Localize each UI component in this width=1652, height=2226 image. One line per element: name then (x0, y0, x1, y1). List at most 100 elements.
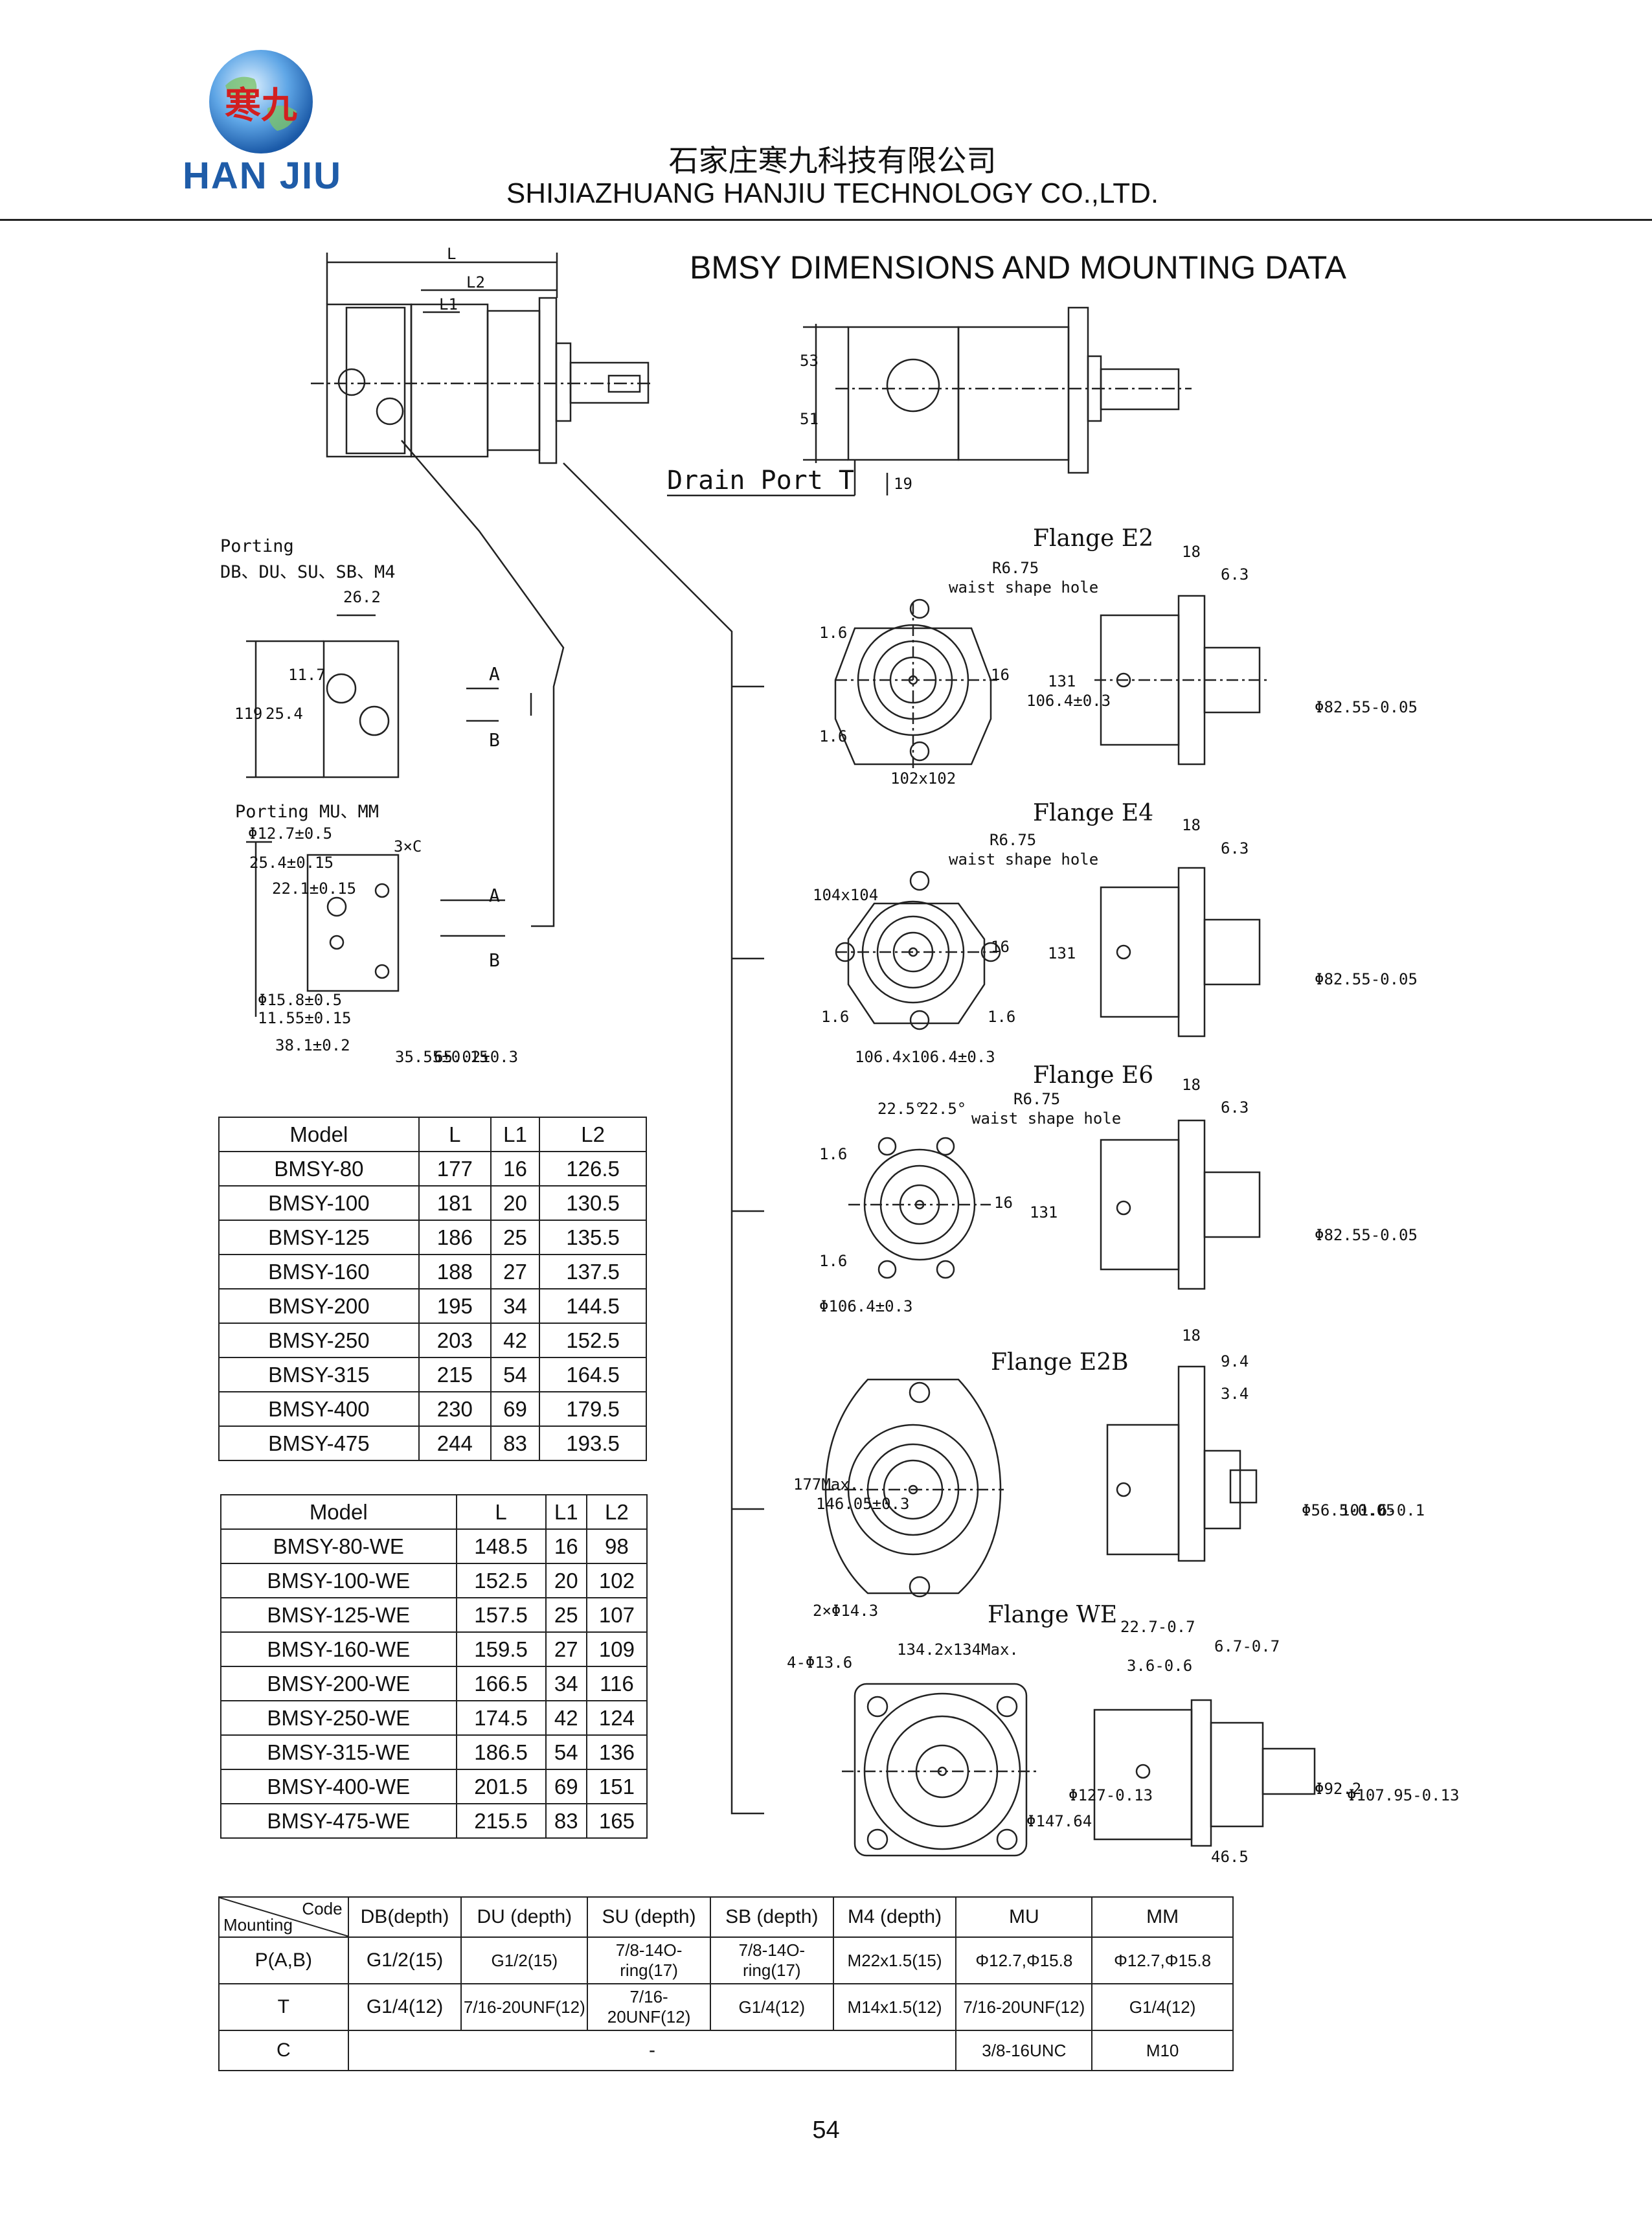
table-cell: 126.5 (539, 1151, 647, 1187)
dim-L1-label: L1 (439, 295, 458, 313)
column-header: L1 (545, 1494, 587, 1530)
table-cell: 7/16-20UNF(12) (460, 1983, 589, 2031)
column-header: L (418, 1117, 492, 1152)
e2b-dim-101-6: 101.6-0.1 (1341, 1501, 1425, 1519)
table-cell: 7/8-14O-ring(17) (709, 1936, 834, 1984)
table-cell: 215 (418, 1357, 492, 1392)
table-cell: 69 (490, 1391, 541, 1427)
flange-e2-title: Flange E2 (1033, 525, 1153, 552)
table-cell: 148.5 (455, 1528, 547, 1564)
e6-dim-82-55: Φ82.55-0.05 (1315, 1226, 1418, 1244)
e2-dim-82-55: Φ82.55-0.05 (1315, 698, 1418, 716)
table-cell: 7/16-20UNF(12) (955, 1983, 1093, 2031)
e2b-dim-146-05: 146.05±0.3 (816, 1495, 910, 1513)
motor-side-view-drain (667, 306, 1192, 497)
model-cell: BMSY-100 (218, 1185, 420, 1221)
e2-dim-106-4: 106.4±0.3 (1026, 692, 1111, 710)
e4-dim-1-6b: 1.6 (988, 1008, 1015, 1026)
port-col-header: MM (1091, 1896, 1234, 1938)
port-col-header: DB(depth) (347, 1896, 462, 1938)
table-cell: 151 (585, 1769, 648, 1804)
port-col-header: MU (955, 1896, 1093, 1938)
company-name-en: SHIJIAZHUANG HANJIU TECHNOLOGY CO.,LTD. (506, 177, 1159, 209)
e2-dim-1-6b: 1.6 (819, 727, 847, 745)
flange-we-title: Flange WE (988, 1602, 1117, 1628)
table-cell: 25 (545, 1597, 587, 1633)
table-cell: 124 (585, 1700, 648, 1736)
table-cell: 107 (585, 1597, 648, 1633)
port-codes-table: Code Mounting DB(depth) DU (depth) SU (d… (218, 1896, 1234, 2071)
company-name-cn: 石家庄寒九科技有限公司 (668, 143, 997, 178)
e4-dim-106-4sq: 106.4x106.4±0.3 (855, 1048, 995, 1066)
table-cell: 7/16-20UNF(12) (587, 1983, 711, 2031)
table-cell: 177 (418, 1151, 492, 1187)
table-cell: 27 (545, 1631, 587, 1667)
table-cell: 203 (418, 1323, 492, 1358)
page-number: 54 (812, 2117, 840, 2144)
we-dim-127: Φ127-0.13 (1069, 1786, 1153, 1804)
table-cell: 25 (490, 1220, 541, 1255)
e2b-dim-18: 18 (1182, 1326, 1201, 1345)
flange-e6-view (848, 1119, 1261, 1290)
table-cell: 152.5 (539, 1323, 647, 1358)
e6-dim-106-4dia: Φ106.4±0.3 (819, 1297, 913, 1315)
table-cell: 244 (418, 1425, 492, 1461)
row-label: T (218, 1983, 349, 2031)
table-cell: G1/2(15) (460, 1936, 589, 1984)
e6-dim-1-6b: 1.6 (819, 1252, 847, 1270)
e6-r675-label: R6.75 (1013, 1090, 1060, 1108)
table-cell: 157.5 (455, 1597, 547, 1633)
table-cell: 102 (585, 1563, 648, 1598)
table-cell: 179.5 (539, 1391, 647, 1427)
we-dim-92-2: Φ92.2 (1315, 1780, 1361, 1798)
table-cell: Φ12.7,Φ15.8 (955, 1936, 1093, 1984)
merged-cell: - (347, 2030, 957, 2071)
we-dim-6-7: 6.7-0.7 (1214, 1637, 1280, 1655)
model-cell: BMSY-80 (218, 1151, 420, 1187)
e2b-dim-2x14-3: 2×Φ14.3 (813, 1602, 878, 1620)
e2-r675-label: R6.75 (992, 559, 1039, 577)
column-header: L2 (539, 1117, 647, 1152)
e2-dim-18: 18 (1182, 543, 1201, 561)
dim-11-55-label: 11.55±0.15 (258, 1009, 352, 1027)
flange-e2-view (834, 595, 1269, 771)
model-cell: BMSY-475 (218, 1425, 420, 1461)
table-cell: 34 (490, 1288, 541, 1324)
dim-51-label: 51 (800, 410, 819, 428)
table-cell: 27 (490, 1254, 541, 1289)
e6-angle-b: 22.5° (920, 1100, 966, 1118)
e4-dim-16: 16 (991, 938, 1010, 956)
table-cell: 7/8-14O-ring(17) (587, 1936, 711, 1984)
drain-port-label: Drain Port T (667, 466, 854, 495)
model-cell: BMSY-250 (218, 1323, 420, 1358)
port-a2-label: A (489, 885, 500, 906)
port-col-header: DU (depth) (460, 1896, 589, 1938)
table-cell: 201.5 (455, 1769, 547, 1804)
e2-dim-1-6a: 1.6 (819, 624, 847, 642)
flange-e4-title: Flange E4 (1033, 800, 1153, 826)
motor-side-view (311, 253, 764, 1815)
model-cell: BMSY-125 (218, 1220, 420, 1255)
e4-r675-label: R6.75 (990, 831, 1036, 849)
table-cell: 98 (585, 1528, 648, 1564)
corner-header-cell: Code Mounting (218, 1896, 349, 1938)
table-cell: 174.5 (455, 1700, 547, 1736)
dim-65-02-label: 65.02±0.3 (434, 1048, 518, 1066)
table-cell: G1/4(12) (347, 1983, 462, 2031)
e2b-dim-9-4: 9.4 (1221, 1352, 1249, 1370)
table-cell: 144.5 (539, 1288, 647, 1324)
table-cell: 159.5 (455, 1631, 547, 1667)
e6-dim-131: 131 (1030, 1203, 1058, 1221)
e2b-dim-56-5: Φ56.5-0.05 (1302, 1501, 1396, 1519)
dim-22-1-label: 22.1±0.15 (272, 880, 356, 898)
